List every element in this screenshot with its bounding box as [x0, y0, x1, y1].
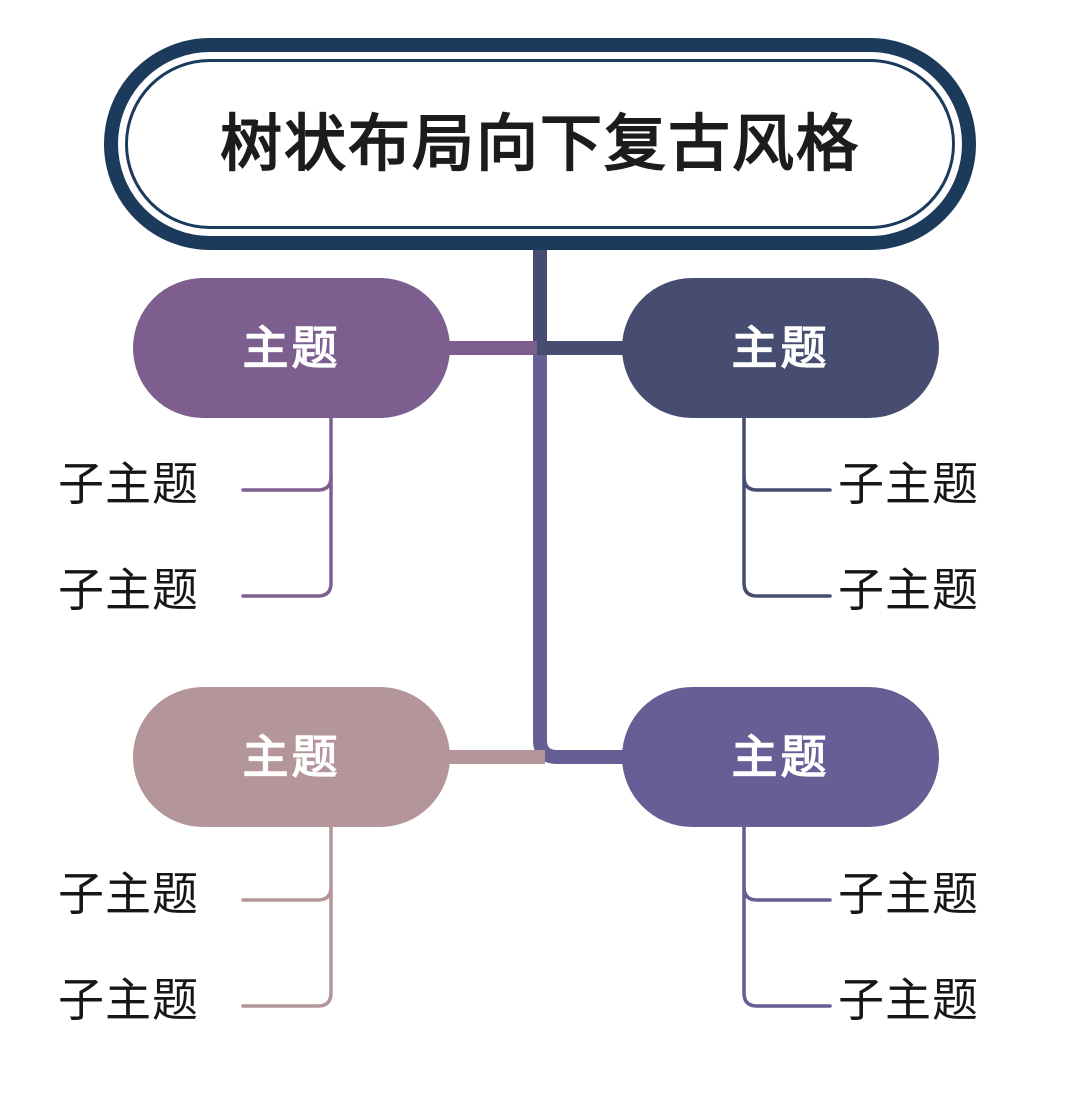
topic-node-bottom-left-label: 主题: [242, 730, 341, 784]
subspine-bottom-left: [241, 816, 333, 1008]
subtopic-top-right-1[interactable]: 子主题: [838, 459, 979, 510]
subwire-top-right-1: [742, 475, 832, 492]
root-node-inner-ring: 树状布局向下复古风格: [125, 59, 955, 229]
root-node[interactable]: 树状布局向下复古风格: [104, 38, 976, 250]
subspine-bottom-right: [742, 816, 832, 1008]
topic-node-top-left[interactable]: 主题: [133, 278, 450, 418]
subtopic-bottom-left-1[interactable]: 子主题: [58, 869, 199, 920]
root-node-label: 树状布局向下复古风格: [219, 107, 860, 180]
trunk-lower: [533, 348, 640, 764]
subwire-bottom-right-1: [742, 885, 832, 902]
topic-node-top-left-label: 主题: [242, 321, 341, 375]
subtopic-top-left-2[interactable]: 子主题: [58, 565, 199, 616]
topic-node-bottom-right[interactable]: 主题: [622, 687, 939, 827]
subtopic-bottom-right-1[interactable]: 子主题: [838, 869, 979, 920]
subtopic-bottom-right-2[interactable]: 子主题: [838, 975, 979, 1026]
subwire-bottom-left-1: [241, 885, 333, 902]
topic-node-top-right-label: 主题: [731, 321, 830, 375]
subspine-top-left: [241, 406, 333, 598]
subtopic-bottom-left-2[interactable]: 子主题: [58, 975, 199, 1026]
topic-node-top-right[interactable]: 主题: [622, 278, 939, 418]
topic-node-bottom-left[interactable]: 主题: [133, 687, 450, 827]
subwire-top-left-1: [241, 475, 333, 492]
subspine-top-right: [742, 406, 832, 598]
subtopic-top-right-2[interactable]: 子主题: [838, 565, 979, 616]
topic-node-bottom-right-label: 主题: [731, 730, 830, 784]
subtopic-top-left-1[interactable]: 子主题: [58, 459, 199, 510]
